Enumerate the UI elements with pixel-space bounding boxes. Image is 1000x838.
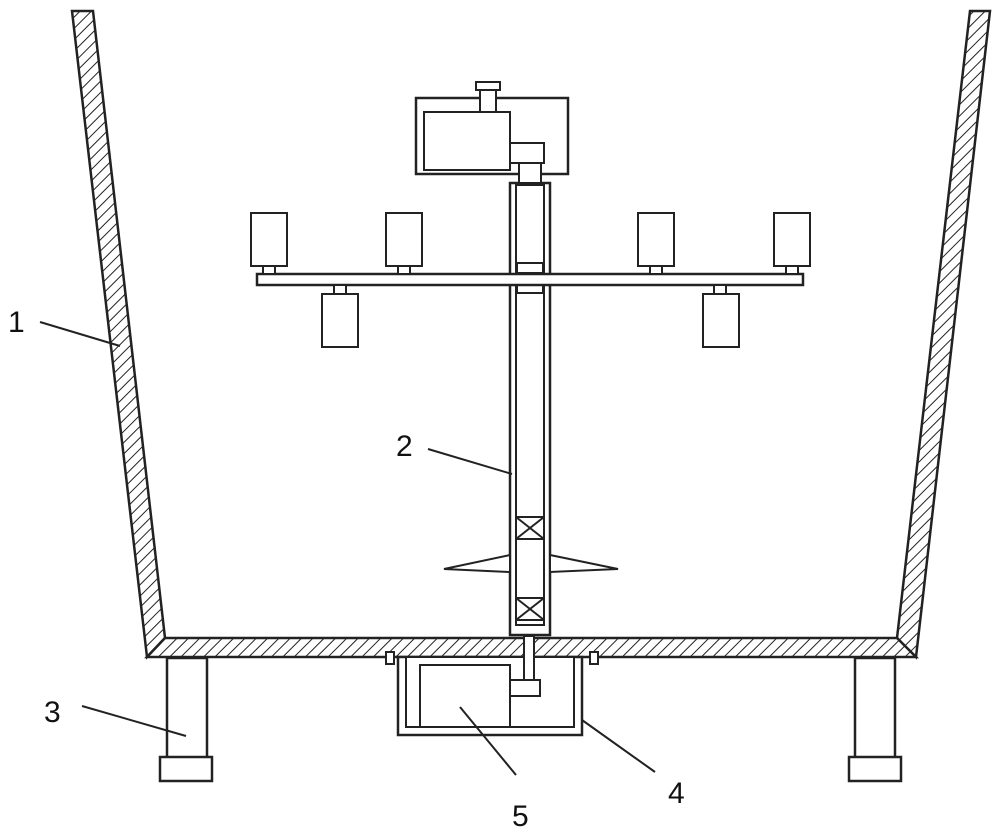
right-bolt <box>589 651 599 665</box>
spray-arm <box>250 212 811 348</box>
bottom-motor-assembly <box>385 635 599 737</box>
top-cap-head <box>475 81 501 91</box>
left-foot <box>158 755 214 783</box>
label-5: 5 <box>512 800 529 833</box>
leader-2 <box>427 448 513 475</box>
right-blade <box>549 553 619 574</box>
nozzle-top-4 <box>773 212 811 267</box>
horizontal-arm <box>255 272 805 287</box>
label-3: 3 <box>44 696 61 729</box>
nozzle-top-4-stem <box>785 265 799 275</box>
agitator-blades <box>443 553 619 574</box>
nozzle-bottom-2 <box>702 293 740 348</box>
nozzle-top-1-stem <box>262 265 276 275</box>
nozzle-top-2-stem <box>397 265 411 275</box>
nozzle-bottom-1-stem <box>333 284 347 295</box>
label-1: 1 <box>8 306 25 339</box>
tank-right-wall <box>895 9 992 660</box>
top-cap <box>479 87 497 113</box>
right-foot <box>847 755 903 783</box>
leader-4 <box>581 719 656 773</box>
nozzle-bottom-2-stem <box>713 284 727 295</box>
left-bolt <box>385 651 395 665</box>
drive-shaft <box>523 635 535 681</box>
nozzle-top-1 <box>250 212 288 267</box>
right-leg <box>853 656 897 760</box>
motor-coupling <box>509 679 541 697</box>
nozzle-top-2 <box>385 212 423 267</box>
tank-left-wall <box>70 9 167 660</box>
nozzle-bottom-1 <box>321 293 359 348</box>
top-motor <box>423 111 511 171</box>
leader-1 <box>39 321 121 347</box>
leader-3 <box>81 705 187 737</box>
upper-bearing-cross-b <box>515 516 545 540</box>
legs <box>158 656 903 783</box>
top-motor-assembly <box>414 81 570 184</box>
label-2: 2 <box>396 430 413 463</box>
lower-bearing-cross-b <box>515 597 545 621</box>
label-4: 4 <box>668 777 685 810</box>
callouts: 1 2 3 4 5 <box>8 306 685 833</box>
left-leg <box>165 656 209 760</box>
central-column <box>508 181 552 637</box>
left-blade <box>443 553 511 574</box>
nozzle-top-3-stem <box>649 265 663 275</box>
bottom-motor <box>419 664 511 728</box>
leader-5 <box>459 706 517 776</box>
top-shaft-link <box>518 162 542 184</box>
column-inner <box>515 184 545 626</box>
nozzle-top-3 <box>637 212 675 267</box>
top-coupling <box>509 142 545 164</box>
